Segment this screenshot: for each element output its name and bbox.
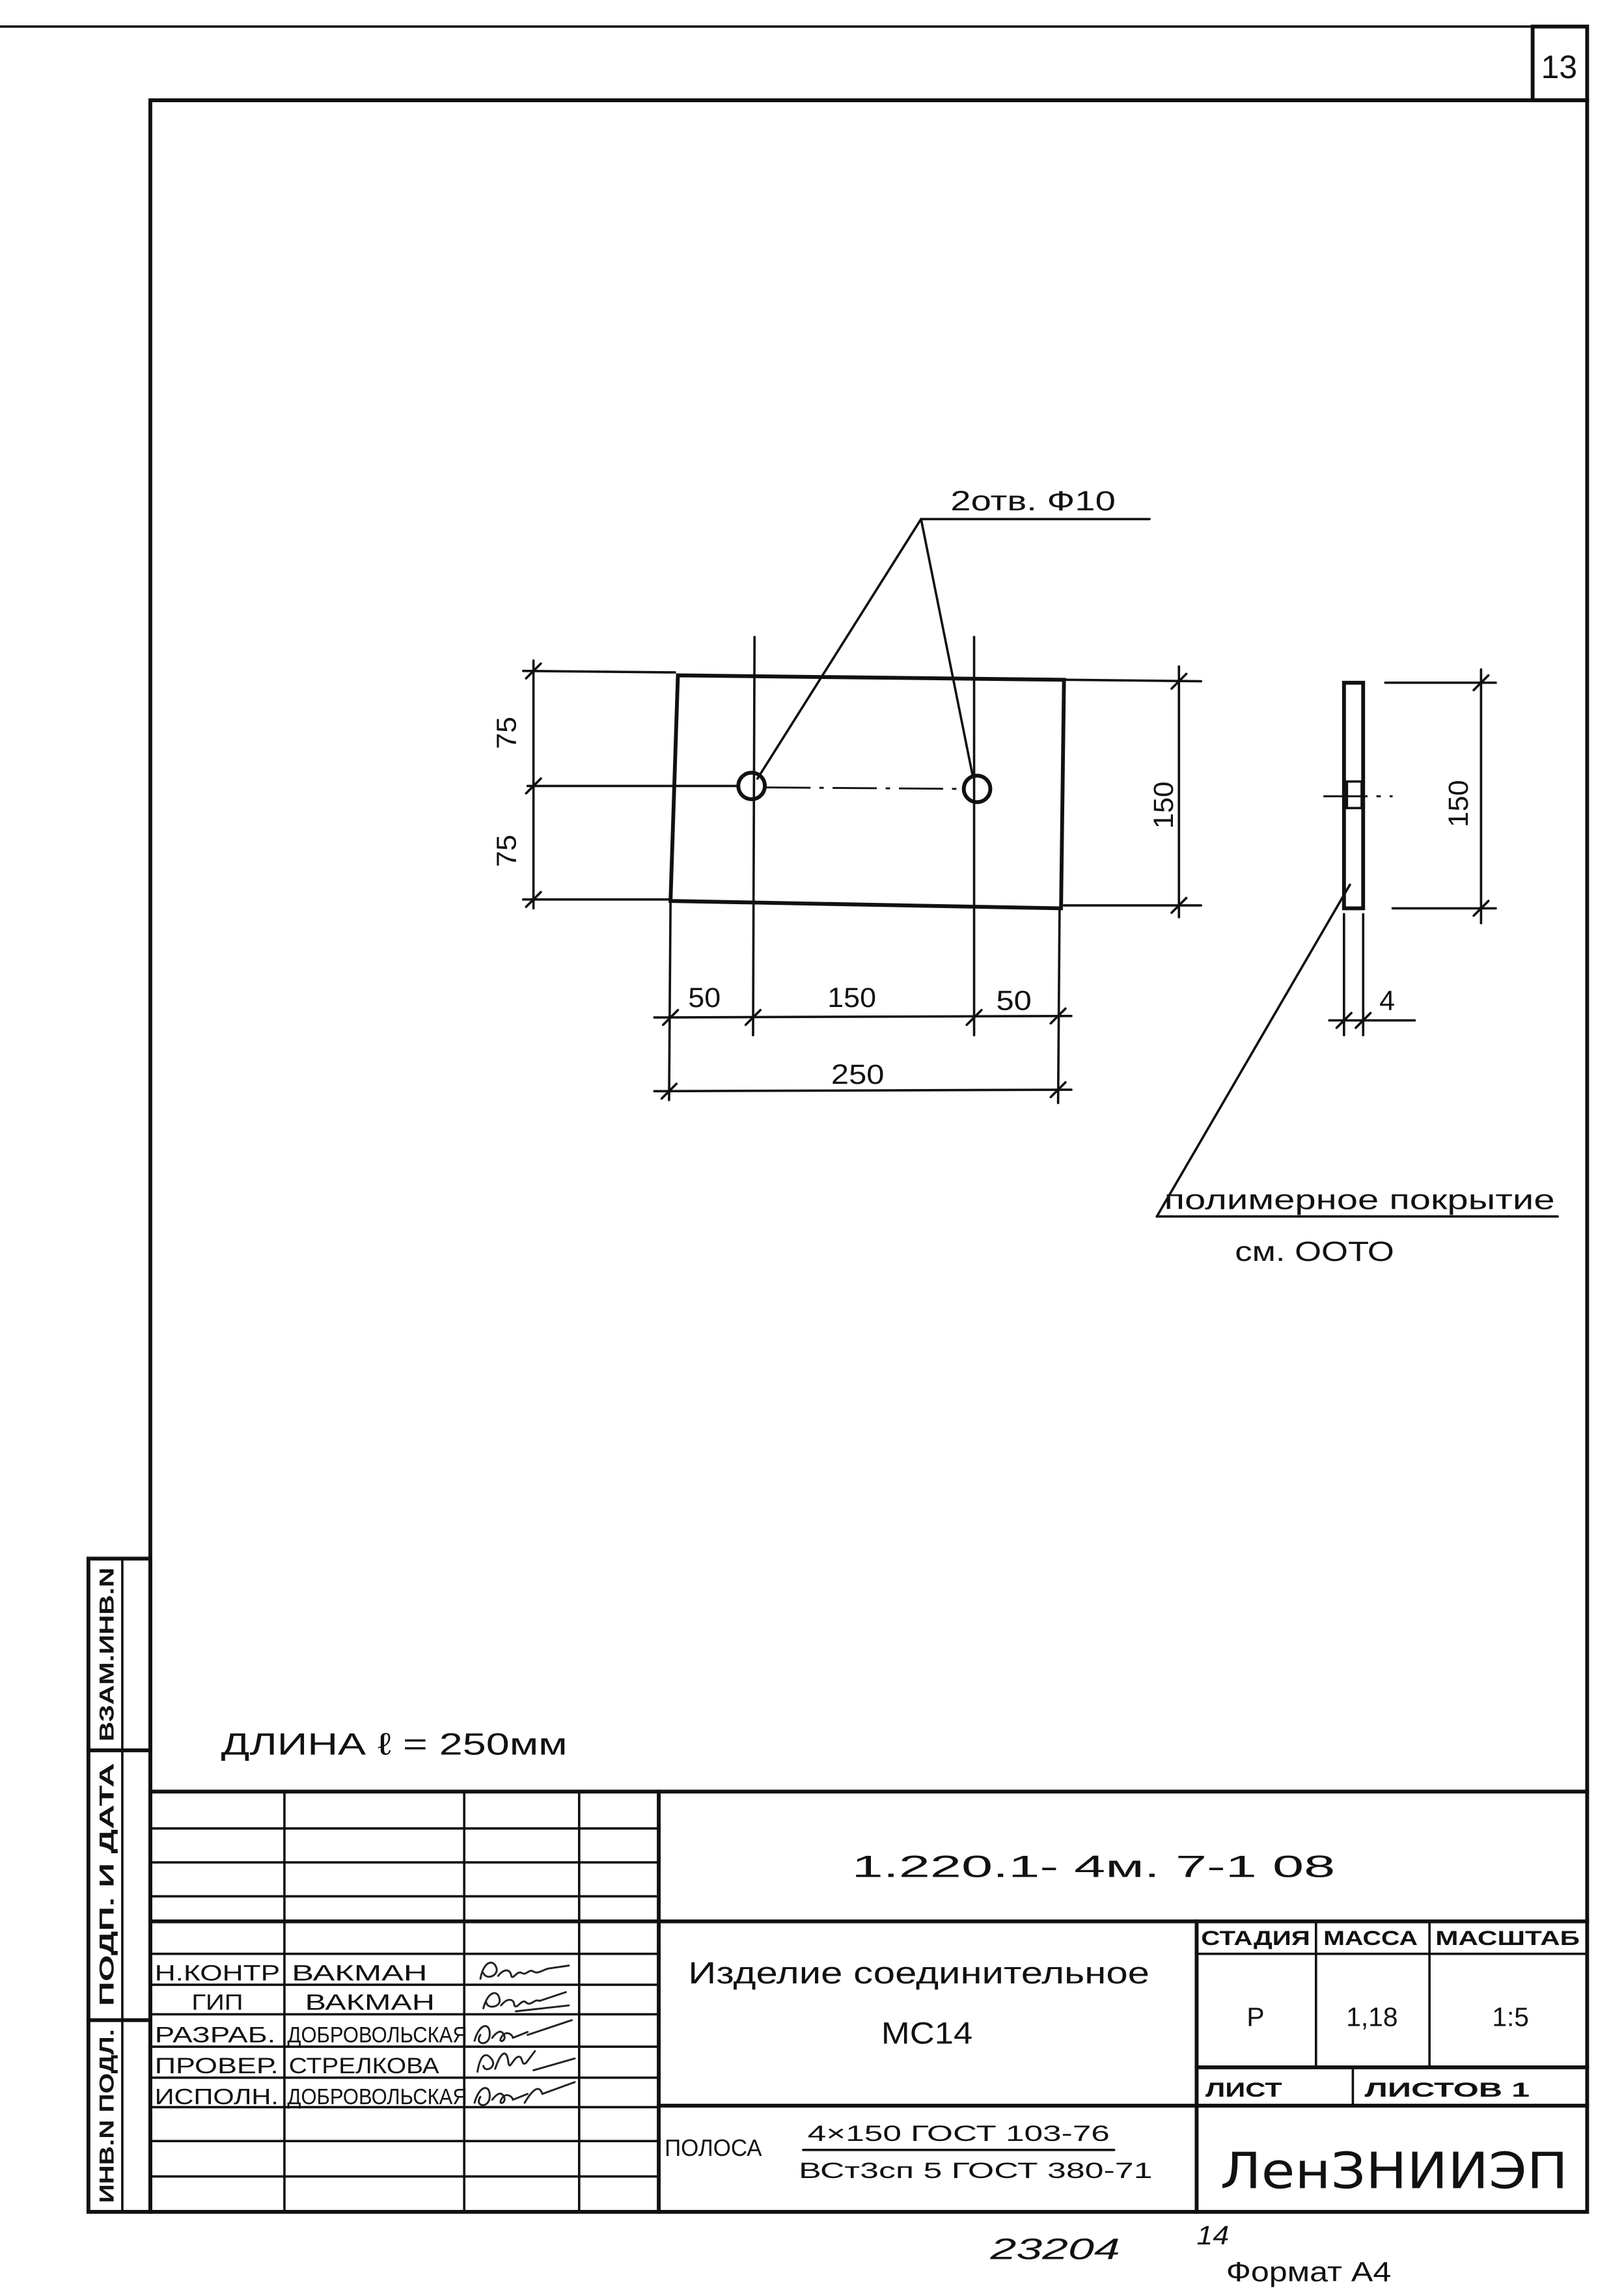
- stage-label: СТАДИЯ: [1201, 1926, 1310, 1950]
- sheet-footer: 23204 14 Формат А4: [989, 2220, 1391, 2288]
- dimension-left-50: 50: [688, 982, 721, 1014]
- inventory-number: 23204: [989, 2232, 1120, 2265]
- dimension-bottom-75: 75: [491, 835, 522, 867]
- holes-leader-line: [920, 517, 974, 777]
- dimension-tick: [1472, 900, 1490, 917]
- dimension-tick: [1049, 1081, 1067, 1099]
- signature: [479, 1961, 570, 1980]
- holes-note: 2отв. Ф10: [950, 486, 1116, 517]
- dimension-tick: [662, 1008, 680, 1027]
- signatory-role: ПРОВЕР.: [155, 2054, 279, 2078]
- drawing-border: [148, 98, 1590, 2214]
- extension-line: [521, 669, 676, 674]
- material-type: ПОЛОСА: [665, 2134, 762, 2161]
- signatory-role: ИСПОЛН.: [155, 2085, 279, 2110]
- dimension-line: [653, 1014, 1073, 1019]
- organization-name: ЛенЗНИИЭП: [1220, 2143, 1568, 2201]
- dimension-tick: [525, 890, 542, 908]
- signatory-role: РАЗРАБ.: [155, 2022, 276, 2047]
- extension-line: [668, 901, 672, 1101]
- dimension-line: [653, 1088, 1073, 1093]
- coating-note: полимерное покрытие: [1164, 1185, 1555, 1216]
- dimension-tick: [1472, 674, 1490, 691]
- plate-outline: [668, 673, 1066, 911]
- product-code: МС14: [881, 2017, 972, 2051]
- length-note: ДЛИНА ℓ = 250мм: [221, 1728, 568, 1762]
- signature: [473, 2019, 573, 2045]
- copy-page-number: 14: [1196, 2220, 1229, 2250]
- dimension-tick: [744, 1008, 762, 1027]
- dimension-height-150: 150: [1148, 782, 1179, 829]
- dimension-tick: [1170, 896, 1188, 915]
- signatory-name: ДОБРОВОЛЬСКАЯ: [287, 2085, 467, 2110]
- stage-value: Р: [1246, 2002, 1264, 2032]
- signatories-table: Н.КОНТР ВАКМАН ГИП ВАКМАН РАЗРАБ. ДОБРОВ…: [155, 1961, 576, 2110]
- sheet-frame: 13: [0, 24, 1590, 2214]
- signatory-role: Н.КОНТР: [155, 1961, 280, 1985]
- dimension-tick: [660, 1083, 678, 1100]
- holes-leader-line: [756, 517, 922, 780]
- sheet-label: ЛИСТ: [1205, 2078, 1283, 2101]
- dimension-tick: [1170, 672, 1188, 690]
- coating-reference: см. ООТО: [1235, 1236, 1394, 1267]
- hole-right: [961, 773, 993, 805]
- dimension-tick: [525, 777, 542, 795]
- scale-label: МАСШТАБ: [1435, 1926, 1580, 1950]
- dimension-tick: [1049, 1007, 1067, 1025]
- hole-section-mark: [1345, 780, 1363, 810]
- coating-leader-line: [1155, 883, 1351, 1218]
- side-stamp: ВЗАМ.ИНВ.N ПОДП. И ДАТА ИНВ.N ПОДЛ.: [86, 1556, 152, 2214]
- scale-value: 1:5: [1492, 2002, 1529, 2032]
- sheet-number-box: [1530, 24, 1590, 102]
- signatory-name: СТРЕЛКОВА: [289, 2054, 439, 2078]
- dimension-tick: [965, 1008, 983, 1027]
- front-view: 75 75 150 50 150 50 250 2отв. Ф10: [491, 486, 1203, 1105]
- side-stamp-border: [86, 1556, 152, 2214]
- dimension-between-holes-150: 150: [827, 982, 876, 1014]
- dimension-right-50: 50: [997, 986, 1032, 1017]
- dimension-tick: [525, 662, 542, 680]
- dimension-thickness-4: 4: [1379, 986, 1395, 1017]
- side-view: 150 4 полимерное покрытие см. ООТО: [1155, 668, 1559, 1267]
- dimension-tick: [1335, 1012, 1353, 1029]
- dimension-top-75: 75: [491, 717, 522, 749]
- signature: [482, 1991, 570, 2013]
- signature: [473, 2081, 576, 2106]
- material-grade: ВСт3сп 5 ГОСТ 380-71: [799, 2159, 1152, 2183]
- mass-label: МАССА: [1323, 1926, 1418, 1950]
- signatory-role: ГИП: [191, 1991, 243, 2015]
- title-block: 1.220.1- 4м. 7-1 08 Н.КОНТР ВАКМАН ГИП В…: [148, 1789, 1590, 2214]
- sheet-format: Формат А4: [1226, 2256, 1392, 2287]
- product-name: Изделие соединительное: [688, 1956, 1149, 1991]
- mass-value: 1,18: [1346, 2002, 1397, 2032]
- side-stamp-sign-date-label: ПОДП. И ДАТА: [94, 1763, 118, 2006]
- document-designation: 1.220.1- 4м. 7-1 08: [852, 1850, 1336, 1884]
- signatory-name: ВАКМАН: [292, 1961, 427, 1985]
- side-stamp-replaced-inv-label: ВЗАМ.ИНВ.N: [94, 1567, 118, 1741]
- extension-line: [1056, 908, 1061, 1105]
- signature: [476, 2050, 576, 2073]
- dimension-tick: [1355, 1012, 1372, 1029]
- dimension-side-height-150: 150: [1443, 780, 1474, 827]
- hole-center-line: [766, 786, 963, 790]
- material-profile: 4×150 ГОСТ 103-76: [808, 2121, 1110, 2146]
- side-stamp-orig-inv-label: ИНВ.N ПОДЛ.: [94, 2029, 118, 2203]
- signatory-name: ВАКМАН: [305, 1991, 435, 2015]
- sheets-count-label: ЛИСТОВ 1: [1365, 2078, 1530, 2101]
- signatory-name: ДОБРОВОЛЬСКАЯ: [287, 2022, 467, 2047]
- hole-left-axis: [752, 635, 756, 1037]
- sheet-number: 13: [1541, 49, 1577, 85]
- hole-left: [736, 771, 767, 801]
- dimension-length-250: 250: [831, 1059, 885, 1090]
